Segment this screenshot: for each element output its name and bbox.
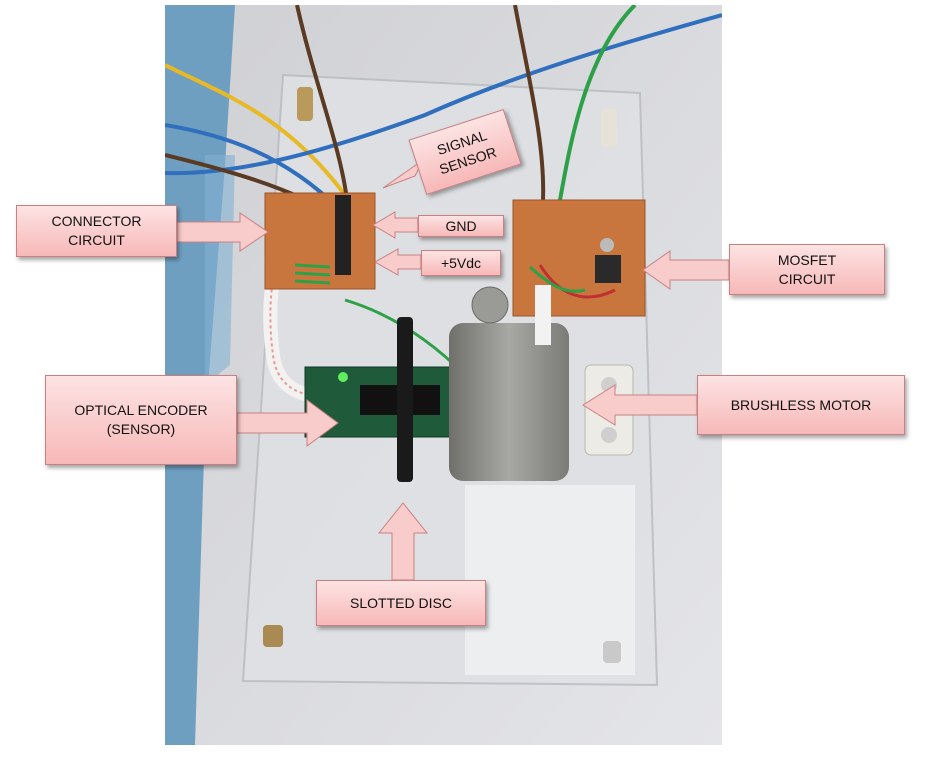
slotted-disc-label: SLOTTED DISC	[316, 580, 486, 626]
photo	[165, 5, 722, 745]
disc-arrow	[377, 502, 429, 581]
mosfet-component	[595, 255, 621, 283]
yellow-wire	[165, 63, 347, 197]
connector-arrow	[176, 212, 269, 252]
standoff-bottom-right	[603, 641, 621, 663]
brushless-motor-text: BRUSHLESS MOTOR	[730, 396, 872, 413]
optical-encoder-line2: (SENSOR)	[106, 421, 176, 437]
mosfet-circuit-line2: CIRCUIT	[778, 270, 836, 287]
motor-body	[449, 323, 569, 481]
mosfet-green-wire	[528, 265, 586, 293]
brushless-motor-label: BRUSHLESS MOTOR	[697, 375, 905, 435]
slotted-disc-text: SLOTTED DISC	[350, 594, 452, 611]
optical-encoder-line1: OPTICAL ENCODER	[74, 402, 208, 418]
green-jumpers	[294, 263, 331, 285]
connector-circuit-line2: CIRCUIT	[68, 232, 125, 248]
connector-header	[335, 195, 351, 275]
encoder-led	[338, 372, 348, 382]
connector-circuit-line1: CONNECTOR	[51, 213, 142, 229]
standoff-bottom-left	[263, 625, 283, 647]
gnd-label: GND	[418, 215, 504, 237]
mosfet-circuit-label: MOSFET CIRCUIT	[729, 244, 885, 295]
gnd-text: GND	[445, 217, 477, 234]
blue-wire-2	[165, 13, 722, 176]
vdc-arrow	[373, 248, 422, 276]
vdc-label: +5Vdc	[421, 250, 501, 276]
mosfet-screw	[600, 238, 614, 252]
mosfet-arrow	[642, 250, 730, 290]
red-wire	[538, 264, 616, 299]
terminal-screw-2	[601, 427, 617, 443]
encoder-arrow	[236, 399, 339, 447]
connector-circuit-label: CONNECTOR CIRCUIT	[16, 205, 177, 257]
standoff-top-left	[297, 87, 313, 121]
slotted-disc	[397, 317, 413, 482]
vdc-text: +5Vdc	[440, 254, 482, 271]
mosfet-circuit-line1: MOSFET	[777, 251, 837, 268]
green-wire	[558, 5, 637, 201]
motor-arrow	[582, 384, 698, 426]
blue-panel-highlight	[205, 155, 235, 385]
standoff-top-right	[601, 109, 617, 147]
blue-wire-1	[165, 123, 342, 212]
brown-wire-3	[513, 5, 546, 201]
motor-shaft-cap	[471, 286, 509, 324]
photo-scene	[165, 5, 722, 745]
brown-wire-2	[295, 5, 349, 201]
motor-white-wire	[535, 285, 551, 345]
gnd-arrow	[372, 211, 419, 239]
optical-encoder-label: OPTICAL ENCODER (SENSOR)	[45, 375, 237, 465]
